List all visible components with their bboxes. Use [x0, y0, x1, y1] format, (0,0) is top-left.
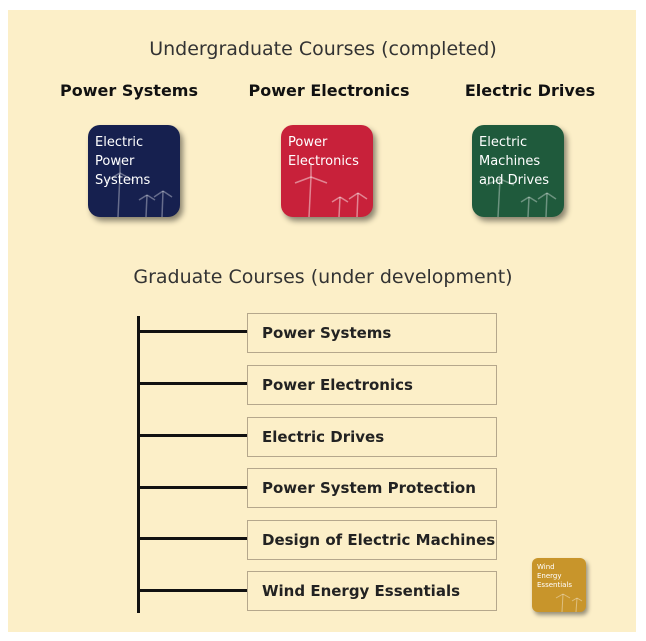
graduate-title: Graduate Courses (under development): [133, 266, 513, 288]
book-line: Systems: [95, 173, 151, 188]
tree-trunk-line: [137, 316, 140, 613]
tree-branch-line: [137, 330, 247, 333]
book-line: Machines: [479, 154, 541, 169]
book-electric-machines-and-drives: Electric Machines and Drives: [472, 125, 564, 217]
book-line: Electronics: [288, 154, 359, 169]
course-box-power-electronics: Power Electronics: [247, 365, 497, 405]
book-line: Power: [95, 154, 135, 169]
book-line: and Drives: [479, 173, 550, 188]
book-power-electronics: Power Electronics: [281, 125, 373, 217]
category-power-electronics: Power Electronics: [248, 81, 410, 100]
mini-book-line: Wind: [537, 563, 555, 571]
tree-branch-line: [137, 382, 247, 385]
tree-branch-line: [137, 486, 247, 489]
course-box-power-systems: Power Systems: [247, 313, 497, 353]
course-box-power-system-protection: Power System Protection: [247, 468, 497, 508]
tree-branch-line: [137, 434, 247, 437]
turbine-icon: [294, 163, 368, 217]
course-box-wind-energy-essentials: Wind Energy Essentials: [247, 571, 497, 611]
undergrad-title: Undergraduate Courses (completed): [149, 38, 497, 60]
book-line: Electric: [479, 135, 528, 150]
course-box-electric-drives: Electric Drives: [247, 417, 497, 457]
category-electric-drives: Electric Drives: [464, 81, 596, 100]
mini-book-line: Energy: [537, 572, 562, 580]
turbine-icon: [105, 159, 173, 217]
course-box-design-of-electric-machines: Design of Electric Machines: [247, 520, 497, 560]
tree-branch-line: [137, 537, 247, 540]
turbine-icon: [485, 178, 557, 217]
category-power-systems: Power Systems: [60, 81, 198, 100]
turbine-icon: [555, 593, 583, 612]
book-wind-energy-essentials: Wind Energy Essentials: [532, 558, 586, 612]
book-electric-power-systems: Electric Power Systems: [88, 125, 180, 217]
tree-branch-line: [137, 589, 247, 592]
book-line: Electric: [95, 135, 144, 150]
mini-book-line: Essentials: [537, 581, 573, 589]
book-line: Power: [288, 135, 328, 150]
